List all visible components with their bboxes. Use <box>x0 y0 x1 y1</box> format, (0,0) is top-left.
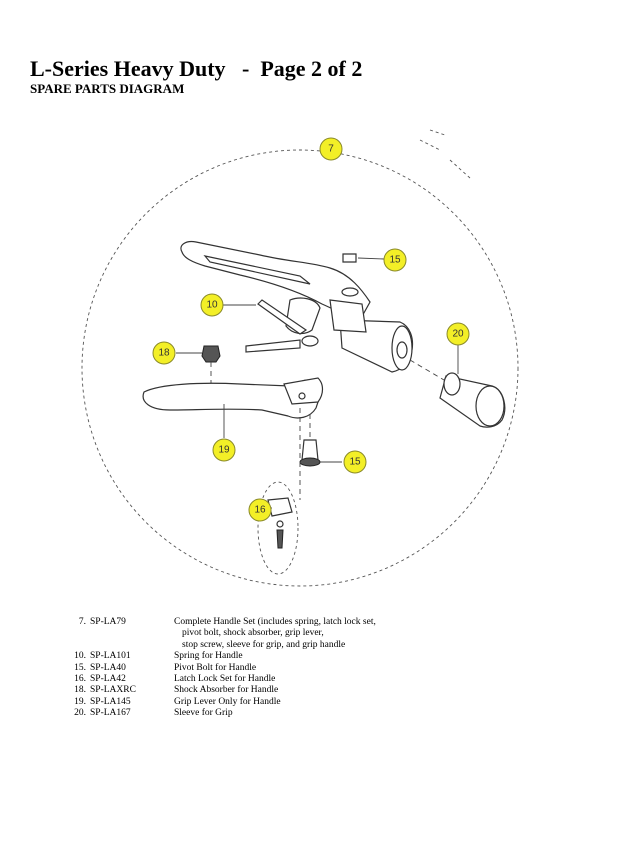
svg-text:15: 15 <box>349 457 361 468</box>
part-sku: SP-LA79 <box>90 617 126 627</box>
spare-parts-diagram: 7 15 10 20 18 19 15 16 <box>81 129 519 587</box>
washer-top <box>341 287 359 297</box>
part-description: Shock Absorber for Handle <box>174 685 279 696</box>
barrel-collar <box>329 299 367 333</box>
part-number: 7. <box>78 617 86 627</box>
callout-15-top: 15 <box>383 248 407 272</box>
part-number: 18. <box>74 685 86 696</box>
parts-list-row: 19. SP-LA145 Grip Lever Only for Handle <box>70 697 345 708</box>
part-description: Spring for Handle <box>174 651 243 662</box>
latch-screw <box>276 529 284 549</box>
part-description: Sleeve for Grip <box>174 708 233 719</box>
parts-list-row: 15. SP-LA40 Pivot Bolt for Handle <box>70 663 345 674</box>
callout-16: 16 <box>248 498 272 522</box>
part-number: 19. <box>74 696 86 707</box>
latch-plate <box>267 497 293 517</box>
part-description-continued: pivot bolt, shock absorber, grip lever, <box>182 628 324 639</box>
part-number: 20. <box>74 708 86 719</box>
parts-list-row: 16. SP-LA42 Latch Lock Set for Handle <box>70 674 345 685</box>
grip-lever <box>142 379 321 419</box>
svg-text:18: 18 <box>158 348 170 359</box>
callout-20: 20 <box>446 322 470 346</box>
part-sku: SP-LA42 <box>90 673 126 684</box>
parts-list-row: 18. SP-LAXRC Shock Absorber for Handle <box>70 685 345 696</box>
svg-text:10: 10 <box>206 300 218 311</box>
part-number: 10. <box>74 651 86 662</box>
callout-10: 10 <box>200 293 224 317</box>
part-sku: SP-LAXRC <box>90 685 136 696</box>
parts-list-row: 20. SP-LA167 Sleeve for Grip <box>70 708 345 719</box>
svg-text:7: 7 <box>328 144 334 155</box>
page-subtitle: SPARE PARTS DIAGRAM <box>30 81 185 96</box>
spring-rod <box>257 299 308 335</box>
grip-lever-hole <box>298 392 306 400</box>
boundary-marks <box>419 129 471 179</box>
parts-list-row: 7. SP-LA79 Complete Handle Set (includes… <box>70 617 376 628</box>
hinge-pin <box>301 335 319 347</box>
part-number: 16. <box>74 673 86 684</box>
svg-text:19: 19 <box>218 445 230 456</box>
leader-15-top <box>357 257 385 260</box>
svg-text:16: 16 <box>254 505 266 516</box>
pivot-bolt-bottom-head <box>299 457 321 467</box>
leader-20-b <box>409 359 445 381</box>
part-description: Complete Handle Set (includes spring, la… <box>174 617 376 627</box>
part-sku: SP-LA167 <box>90 708 131 719</box>
svg-text:20: 20 <box>452 329 464 340</box>
part-number: 15. <box>74 662 86 673</box>
barrel-end-inner <box>396 341 408 359</box>
page-title: L-Series Heavy Duty - Page 2 of 2 <box>30 56 363 81</box>
parts-list: 7. SP-LA79 Complete Handle Set (includes… <box>70 617 376 720</box>
part-description: Grip Lever Only for Handle <box>174 696 281 707</box>
pivot-bolt-bottom <box>301 439 319 461</box>
part-sku: SP-LA101 <box>90 651 131 662</box>
parts-list-row: 10. SP-LA101 Spring for Handle <box>70 651 345 662</box>
latch-lock-boundary <box>257 481 299 575</box>
callout-19: 19 <box>212 438 236 462</box>
grip-sleeve-end <box>475 385 505 427</box>
svg-text:15: 15 <box>389 255 401 266</box>
grip-sleeve-mouth <box>443 372 461 396</box>
handle-set-boundary <box>81 149 519 587</box>
part-sku: SP-LA40 <box>90 662 126 673</box>
pivot-bolt-top <box>342 253 357 263</box>
part-description: Latch Lock Set for Handle <box>174 673 276 684</box>
part-description: Pivot Bolt for Handle <box>174 662 257 673</box>
handle-slot <box>203 255 311 285</box>
callout-18: 18 <box>152 341 176 365</box>
part-sku: SP-LA145 <box>90 696 131 707</box>
spring-arm <box>245 339 301 353</box>
grip-lever-head <box>283 377 324 405</box>
latch-spring <box>276 520 284 528</box>
callout-15-bottom: 15 <box>343 450 367 474</box>
part-description-continued: stop screw, sleeve for grip, and grip ha… <box>182 639 346 650</box>
shock-absorber <box>201 345 221 363</box>
callout-7: 7 <box>319 137 343 161</box>
